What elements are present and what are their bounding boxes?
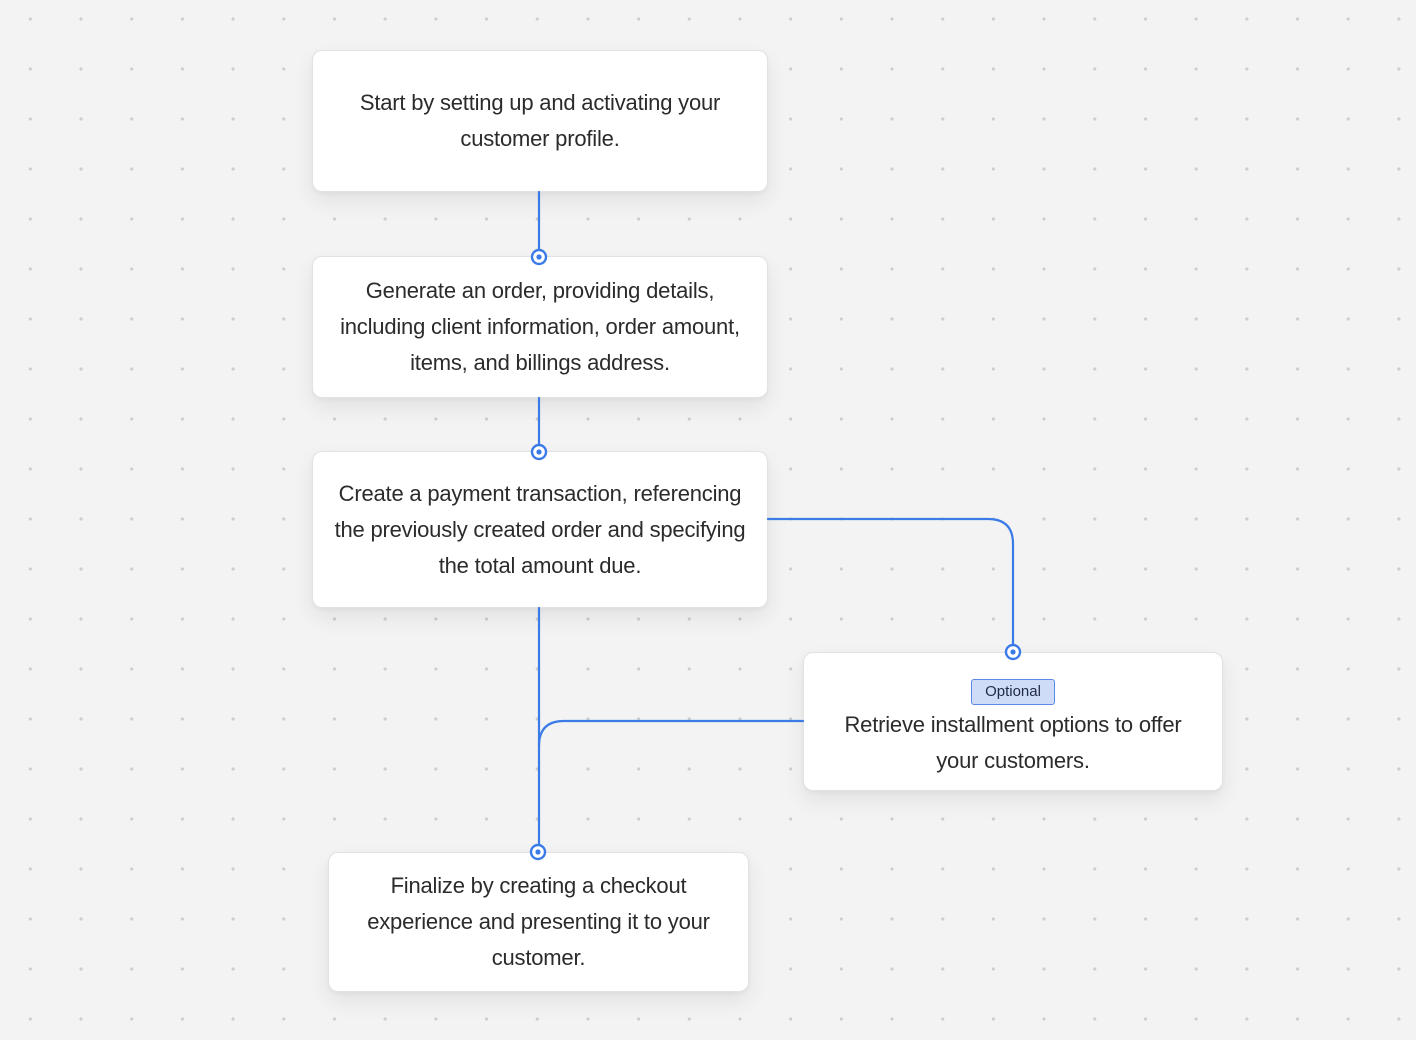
step-card-installment-options[interactable]: Optional Retrieve installment options to… xyxy=(803,652,1223,791)
step-card-finalize-checkout[interactable]: Finalize by creating a checkout experien… xyxy=(328,852,749,992)
step-card-create-payment[interactable]: Create a payment transaction, referencin… xyxy=(312,451,768,608)
step-text: Generate an order, providing details, in… xyxy=(340,278,740,375)
step-card-generate-order[interactable]: Generate an order, providing details, in… xyxy=(312,256,768,398)
edge-step3-to-optional xyxy=(766,517,1015,647)
step-text: Create a payment transaction, referencin… xyxy=(334,480,746,578)
step-text: Retrieve installment options to offer yo… xyxy=(844,711,1182,773)
edge-optional-to-step4 xyxy=(537,719,805,748)
optional-badge: Optional xyxy=(971,678,1055,705)
step-text: Start by setting up and activating your … xyxy=(359,90,721,151)
step-card-setup-profile[interactable]: Start by setting up and activating your … xyxy=(312,50,768,192)
step-text: Finalize by creating a checkout experien… xyxy=(367,873,710,970)
